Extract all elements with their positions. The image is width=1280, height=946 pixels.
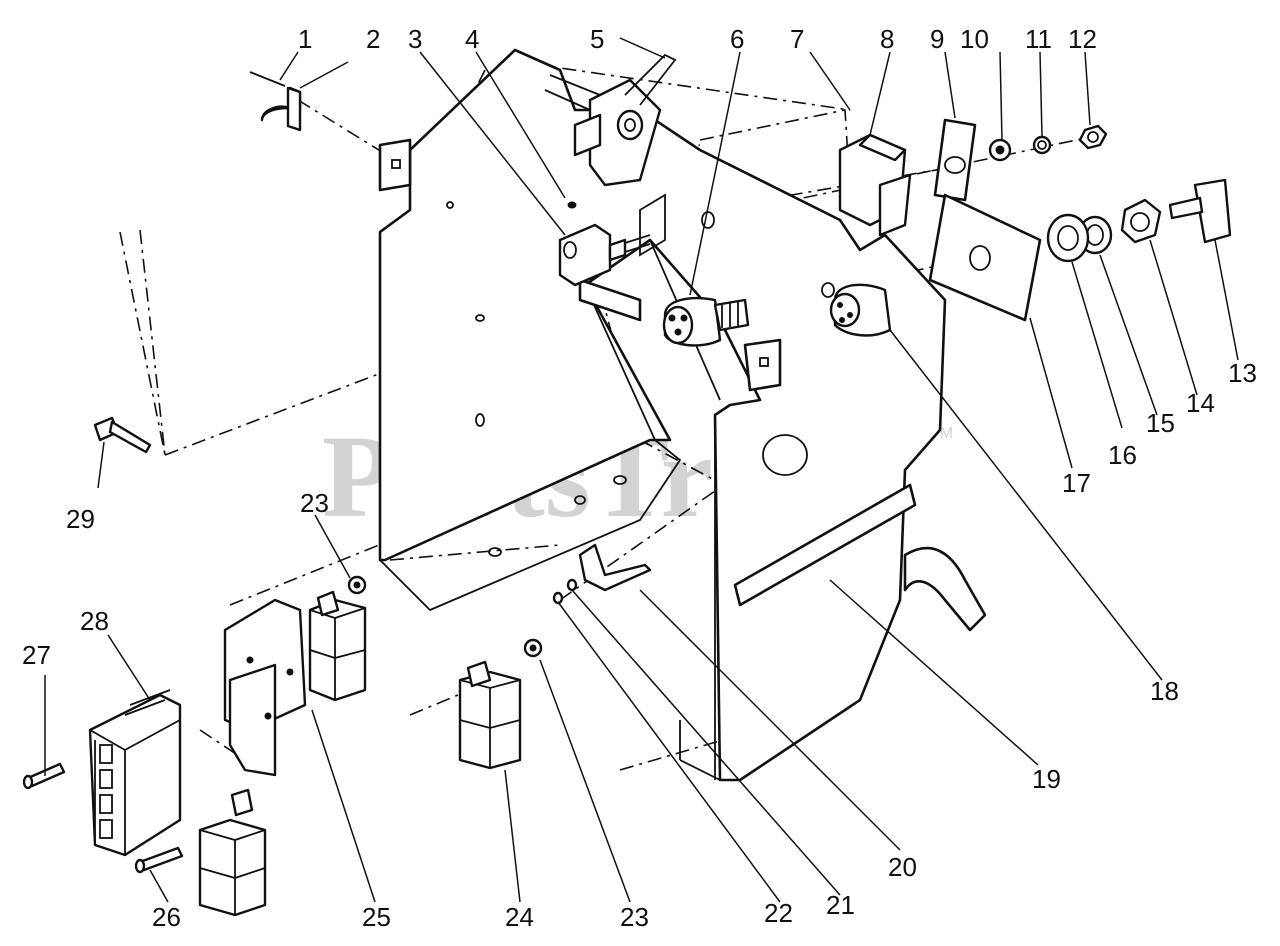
part-23-nut-lower (523, 638, 543, 658)
part-2-clip (249, 71, 302, 132)
part-4-nut (567, 201, 577, 209)
part-21-washer (566, 578, 578, 592)
callout-12: 12 (1068, 24, 1097, 54)
part-12-nut (1078, 124, 1108, 150)
callout-11: 11 (1025, 24, 1052, 54)
callout-16: 16 (1108, 440, 1137, 470)
part-25-relay-bracket (223, 590, 367, 777)
callout-13: 13 (1228, 358, 1257, 388)
callout-6: 6 (730, 24, 744, 54)
callout-4: 4 (465, 24, 479, 54)
callout-8: 8 (880, 24, 894, 54)
part-29-bolt (93, 416, 152, 454)
part-20-bracket (578, 543, 652, 592)
callout-numbers: 1 2 3 4 5 6 7 8 9 10 11 12 13 14 15 16 1… (22, 24, 1257, 932)
part-22-washer (552, 591, 564, 605)
callout-21: 21 (826, 890, 855, 920)
callout-23-upper: 23 (300, 488, 329, 518)
part-11-lockwasher (1032, 135, 1052, 155)
callout-5: 5 (590, 24, 604, 54)
callout-29: 29 (66, 504, 95, 534)
part-9-decal (933, 118, 977, 202)
callout-2: 2 (366, 24, 380, 54)
part-27-screw (22, 762, 66, 790)
callout-18: 18 (1150, 676, 1179, 706)
callout-25: 25 (362, 902, 391, 932)
part-10-washer (988, 138, 1012, 162)
callout-27: 27 (22, 640, 51, 670)
callout-3: 3 (408, 24, 422, 54)
callout-23-lower: 23 (620, 902, 649, 932)
part-28-fuse-block (88, 689, 182, 857)
callout-15: 15 (1146, 408, 1175, 438)
leader-lines (44, 37, 1239, 903)
callout-9: 9 (930, 24, 944, 54)
callout-14: 14 (1186, 388, 1215, 418)
callout-7: 7 (790, 24, 804, 54)
callout-19: 19 (1032, 764, 1061, 794)
callout-17: 17 (1062, 468, 1091, 498)
callout-28: 28 (80, 606, 109, 636)
part-13-key (1168, 178, 1232, 244)
callout-10: 10 (960, 24, 989, 54)
part-14-nut (1120, 198, 1162, 244)
part-5-interlock-switch (544, 53, 677, 187)
part-6-ignition-switch (662, 296, 750, 347)
callout-26: 26 (152, 902, 181, 932)
part-3-switch (558, 223, 651, 287)
part-18-hour-meter (829, 283, 892, 337)
callout-1: 1 (298, 24, 312, 54)
part-26-relay-assembly (134, 788, 267, 917)
part-23-nut-upper (347, 575, 367, 595)
part-8-holder (838, 133, 912, 237)
part-24-relay (458, 660, 522, 770)
part-16-washer (1046, 213, 1090, 263)
callout-22: 22 (764, 898, 793, 928)
console-panel (378, 48, 987, 782)
callout-20: 20 (888, 852, 917, 882)
part-17-plate (928, 193, 1042, 322)
callout-24: 24 (505, 902, 534, 932)
